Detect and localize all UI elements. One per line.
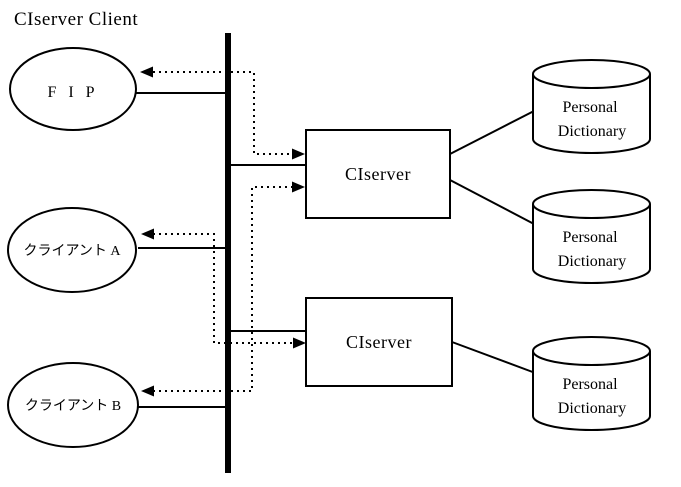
database-cylinder-3-body — [532, 351, 651, 431]
dotted-path-fip-ciserver1 — [153, 71, 292, 155]
dotted-paths — [153, 71, 293, 392]
ciserver-box-2 — [305, 297, 453, 387]
dotted-path-client-b-ciserver1 — [153, 186, 292, 392]
solid-connectors — [136, 92, 539, 408]
dictionary-2-label-line1: Personal — [562, 229, 618, 246]
arrowhead-into-client-b — [141, 385, 154, 397]
arrowhead-into-client-a — [141, 228, 154, 240]
dictionary-2-label-line2: Dictionary — [558, 253, 626, 270]
page-title: CIserver Client — [14, 9, 138, 30]
bus-line — [225, 33, 231, 473]
ciserver-2-label: CIserver — [346, 332, 412, 352]
arrowheads — [140, 66, 306, 397]
database-cylinder-2-body — [532, 204, 651, 284]
database-cylinder-2-top — [532, 189, 651, 219]
client-a-node — [7, 207, 137, 293]
dictionary-1-label-line2: Dictionary — [558, 123, 626, 140]
arrowhead-into-ciserver1-bottom — [292, 181, 305, 193]
dictionary-3-label-line2: Dictionary — [558, 400, 626, 417]
client-nodes — [7, 47, 139, 448]
database-cylinder-1-top — [532, 59, 651, 89]
database-cylinder-3-top — [532, 336, 651, 366]
client-b-label: クライアント B — [25, 398, 121, 414]
client-b-node — [7, 362, 139, 448]
database-cylinder-1-body — [532, 74, 651, 154]
client-a-label: クライアント A — [23, 243, 121, 259]
database-cylinders — [532, 59, 651, 431]
arrowhead-into-ciserver1-top — [292, 148, 305, 160]
fip-node — [9, 47, 137, 131]
ciserver-1-label: CIserver — [345, 164, 411, 184]
dotted-path-client-a-ciserver2 — [153, 233, 293, 344]
arrowhead-into-ciserver2 — [293, 337, 306, 349]
arrowhead-into-fip — [140, 66, 153, 78]
connector-ciserver1-dictionary1 — [449, 110, 535, 155]
dictionary-1-label-line1: Personal — [562, 99, 618, 116]
connector-ciserver1-dictionary2 — [449, 179, 535, 225]
connector-ciserver2-dictionary3 — [451, 341, 539, 375]
ciserver-box-1 — [305, 129, 451, 219]
dictionary-3-label-line1: Personal — [562, 376, 618, 393]
fip-label: F I P — [47, 84, 98, 101]
